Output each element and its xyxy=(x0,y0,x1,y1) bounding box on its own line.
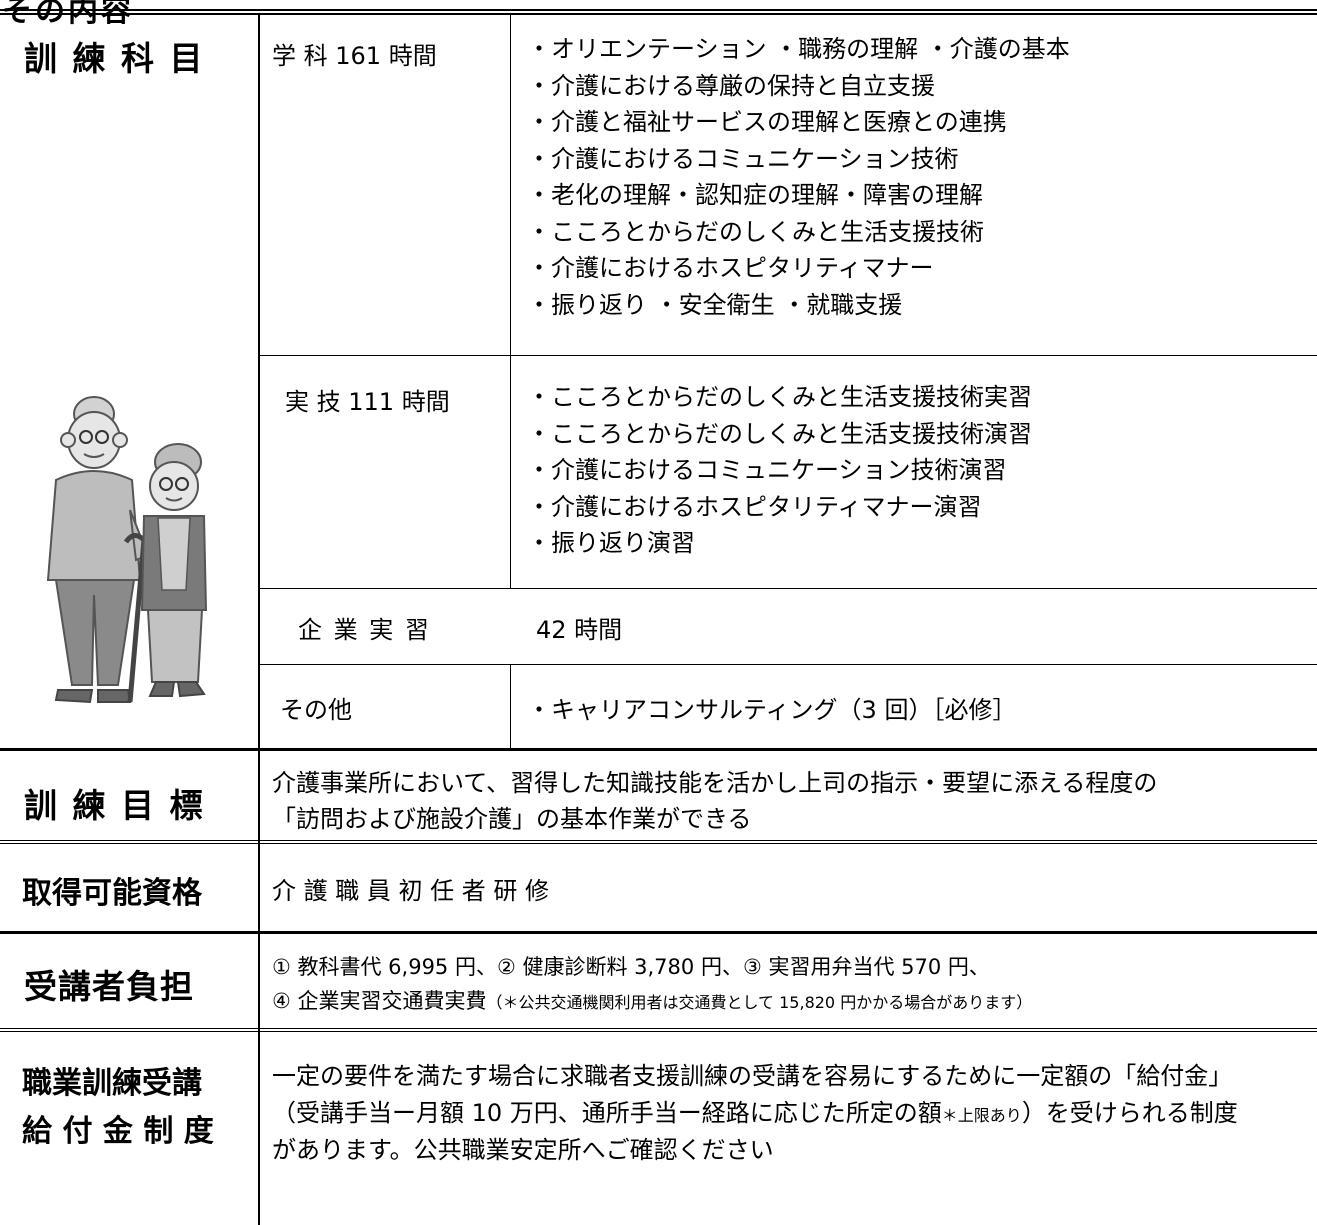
section-divider-benefit-2 xyxy=(0,1031,1317,1032)
goal-line: 「訪問および施設介護」の基本作業ができる xyxy=(272,805,752,833)
list-item: ・介護におけるコミュニケーション技術演習 xyxy=(527,456,1007,484)
section-header: その内容 xyxy=(2,0,134,30)
benefit-line2-b: ）を受けられる制度 xyxy=(1021,1099,1238,1127)
list-item: ・こころとからだのしくみと生活支援技術演習 xyxy=(527,419,1032,448)
list-item: ・こころとからだのしくみと生活支援技術実習 xyxy=(527,383,1032,411)
other-label: その他 xyxy=(280,696,352,724)
benefit-label-line2: 給 付 金 制 度 xyxy=(22,1114,214,1149)
section-divider-qualification-top2 xyxy=(0,843,1317,844)
lecture-items: ・オリエンテーション ・職務の理解 ・介護の基本 ・介護における尊厳の保持と自立… xyxy=(527,31,1070,323)
internship-label: 企 業 実 習 xyxy=(298,616,431,644)
benefit-line2-note: ＊上限あり xyxy=(941,1106,1022,1125)
other-value: ・キャリアコンサルティング（3 回）［必修］ xyxy=(527,696,1017,724)
goal-line: 介護事業所において、習得した知識技能を活かし上司の指示・要望に添える程度の xyxy=(272,769,1158,797)
elderly-couple-icon xyxy=(46,396,208,704)
list-item: ・オリエンテーション ・職務の理解 ・介護の基本 xyxy=(527,35,1070,63)
top-rule-2 xyxy=(0,13,1317,15)
internship-hours: 42 時間 xyxy=(536,616,623,644)
section-divider-goal xyxy=(0,748,1317,751)
list-item: ・介護における尊厳の保持と自立支援 xyxy=(527,71,935,100)
student-cost-line1: ① 教科書代 6,995 円、② 健康診断料 3,780 円、③ 実習用弁当代 … xyxy=(272,955,990,979)
benefit-line2: （受講手当ー月額 10 万円、通所手当ー経路に応じた所定の額＊上限あり）を受けら… xyxy=(272,1093,1238,1128)
practical-label: 実 技 111 時間 xyxy=(285,388,450,416)
qualification-value: 介 護 職 員 初 任 者 研 修 xyxy=(272,877,550,905)
training-subjects-label: 訓 練 科 目 xyxy=(24,39,205,78)
list-item: ・こころとからだのしくみと生活支援技術 xyxy=(527,217,984,246)
inner-column-border-1 xyxy=(510,15,511,588)
student-cost-line2: ④ 企業実習交通費実費（＊公共交通機関利用者は交通費として 15,820 円かか… xyxy=(272,985,1032,1015)
qualification-label: 取得可能資格 xyxy=(22,876,202,911)
section-divider-qualification-top xyxy=(0,840,1317,841)
row-divider-internship xyxy=(259,664,1317,665)
section-divider-cost xyxy=(0,931,1317,934)
training-goal-label: 訓 練 目 標 xyxy=(24,786,205,825)
lecture-label: 学 科 161 時間 xyxy=(272,42,437,70)
benefit-line3: があります。公共職業安定所へご確認ください xyxy=(272,1136,774,1164)
list-item: ・振り返り演習 xyxy=(527,529,695,557)
top-rule-1 xyxy=(0,9,1317,11)
list-item: ・介護と福祉サービスの理解と医療との連携 xyxy=(527,108,1007,136)
benefit-label-line1: 職業訓練受講 xyxy=(22,1066,202,1101)
student-cost-main: ④ 企業実習交通費実費 xyxy=(272,989,487,1013)
inner-column-border-2 xyxy=(510,664,511,748)
list-item: ・老化の理解・認知症の理解・障害の理解 xyxy=(527,181,983,209)
list-item: ・介護におけるコミュニケーション技術 xyxy=(527,144,959,173)
training-goal-text: 介護事業所において、習得した知識技能を活かし上司の指示・要望に添える程度の 「訪… xyxy=(272,765,1157,837)
benefit-line1: 一定の要件を満たす場合に求職者支援訓練の受講を容易にするために一定額の「給付金」 xyxy=(272,1062,1233,1090)
student-cost-note: （＊公共交通機関利用者は交通費として 15,820 円かかる場合があります） xyxy=(486,993,1033,1012)
section-divider-benefit-1 xyxy=(0,1028,1317,1029)
list-item: ・介護におけるホスピタリティマナー演習 xyxy=(527,492,982,521)
benefit-line2-a: （受講手当ー月額 10 万円、通所手当ー経路に応じた所定の額 xyxy=(272,1099,942,1127)
student-cost-label: 受講者負担 xyxy=(24,967,194,1006)
row-divider-lecture xyxy=(259,355,1317,356)
list-item: ・振り返り ・安全衛生 ・就職支援 xyxy=(527,290,903,319)
list-item: ・介護におけるホスピタリティマナー xyxy=(527,254,934,282)
practical-items: ・こころとからだのしくみと生活支援技術実習 ・こころとからだのしくみと生活支援技… xyxy=(527,379,1032,562)
label-column-border xyxy=(258,15,260,1225)
row-divider-practical xyxy=(259,588,1317,589)
